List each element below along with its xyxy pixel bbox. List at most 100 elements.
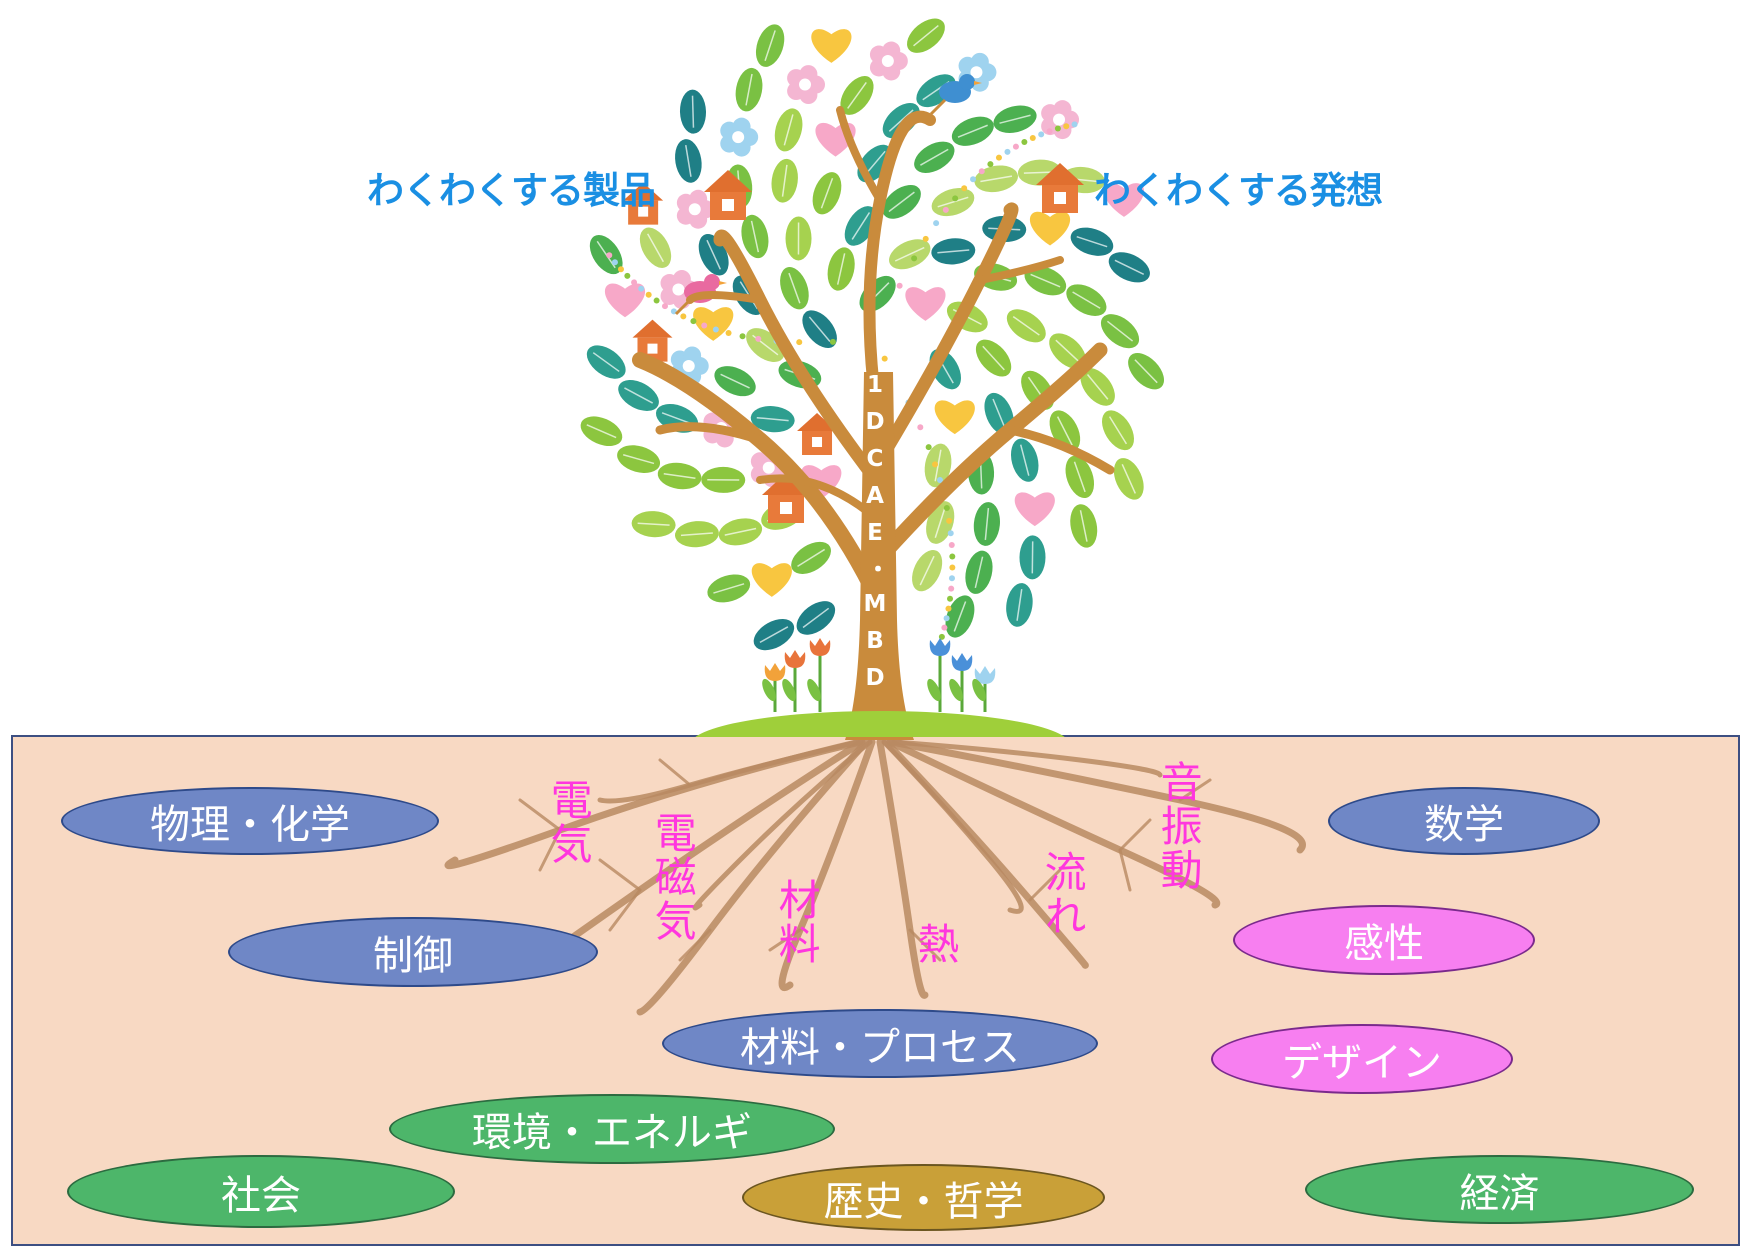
root-strand [692, 739, 873, 911]
dot [948, 542, 955, 549]
dot [945, 605, 952, 612]
headline-left: わくわくする製品 [367, 169, 656, 212]
heart-shape [1103, 183, 1145, 217]
tree-branches [632, 106, 1115, 608]
tree-foliage [580, 18, 1165, 651]
dot [796, 339, 803, 346]
dot [961, 185, 968, 192]
branch [713, 229, 883, 487]
leaf-shape [1113, 458, 1144, 500]
leaf-shape [827, 247, 855, 291]
leaf-shape [675, 139, 702, 183]
leaf-shape [951, 116, 994, 146]
leaf-shape [617, 445, 661, 473]
domain-mathematics: 数学 [1328, 787, 1600, 855]
leaf-shape [701, 466, 746, 493]
leaf-shape [1006, 583, 1033, 627]
tulip [782, 650, 806, 712]
root-strand [876, 738, 929, 999]
branch [863, 110, 936, 426]
leaf-shape [618, 380, 659, 411]
leaf-shape [840, 76, 874, 115]
root-twig [768, 928, 802, 952]
tulip [807, 638, 831, 712]
trunk-label: 1DCAE・MBD [862, 372, 888, 702]
leaf-shape [785, 216, 812, 261]
leaf-shape [1080, 368, 1115, 406]
domain-economy: 経済 [1305, 1155, 1694, 1224]
hill-shape [695, 711, 1065, 737]
tree-trunk [845, 372, 914, 740]
root-strand [888, 738, 1306, 854]
leaf-shape [1010, 438, 1039, 482]
leaf-shape [889, 239, 931, 270]
leaf-shape [1024, 265, 1067, 296]
dot [1063, 123, 1070, 130]
dot [881, 355, 888, 362]
domain-physics-chemistry: 物理・化学 [61, 787, 439, 855]
leaf-shape [882, 102, 920, 139]
flower-shape [787, 65, 826, 105]
leaf-shape [907, 18, 945, 53]
heart-shape [811, 29, 852, 63]
dot [922, 235, 929, 242]
leaf-shape [674, 521, 719, 548]
leaf-shape [791, 541, 831, 574]
root-twig [1118, 848, 1132, 892]
flower-shape [720, 117, 759, 157]
heart-shape [1014, 492, 1055, 527]
house-shape [762, 473, 810, 523]
leaf-shape [882, 184, 921, 219]
dot [725, 330, 732, 337]
root-strand [881, 739, 1024, 914]
dot [1004, 148, 1011, 155]
leaf-shape [973, 502, 1000, 546]
dot [925, 444, 932, 451]
leaf-shape [914, 141, 955, 173]
dot [896, 282, 903, 289]
root-twig [608, 888, 642, 932]
leaf-shape [796, 601, 836, 635]
leaf-shape [631, 511, 676, 538]
domain-history-philosophy: 歴史・哲学 [742, 1164, 1105, 1231]
tree-roots [444, 738, 1306, 1016]
dot [1046, 128, 1053, 135]
branch [873, 202, 1019, 467]
dot [946, 517, 953, 524]
dot [680, 313, 687, 320]
root-strand [636, 738, 870, 1016]
house-shape [797, 413, 838, 456]
leaf-shape [753, 618, 795, 651]
leaf-shape [1108, 252, 1150, 283]
dot [631, 279, 638, 286]
branch [976, 256, 1064, 284]
trunk-body [845, 372, 914, 740]
leaf-shape [965, 550, 993, 594]
dot [911, 255, 918, 262]
root-twig [1028, 868, 1062, 902]
leaf-shape [945, 595, 975, 638]
dot [1038, 131, 1045, 138]
dot [995, 154, 1002, 161]
root-strand [886, 738, 1221, 909]
root-twig [908, 928, 942, 962]
leaf-shape [1019, 535, 1046, 580]
leaf-shape [1070, 227, 1114, 256]
leaf-shape [1101, 410, 1135, 451]
dot [829, 338, 836, 345]
root-twig [518, 798, 562, 832]
leaf-shape [679, 89, 706, 134]
leaf-shape [1065, 455, 1095, 499]
dot [624, 272, 631, 279]
root-twig [658, 758, 692, 787]
dot [941, 624, 948, 631]
dot [638, 285, 645, 292]
flower-shape [670, 346, 709, 386]
root-strand [597, 739, 861, 804]
dot [1021, 139, 1028, 146]
dot [949, 564, 956, 571]
leaf-shape [931, 188, 975, 217]
leaf-shape [1100, 314, 1140, 349]
domain-society: 社会 [67, 1155, 455, 1228]
